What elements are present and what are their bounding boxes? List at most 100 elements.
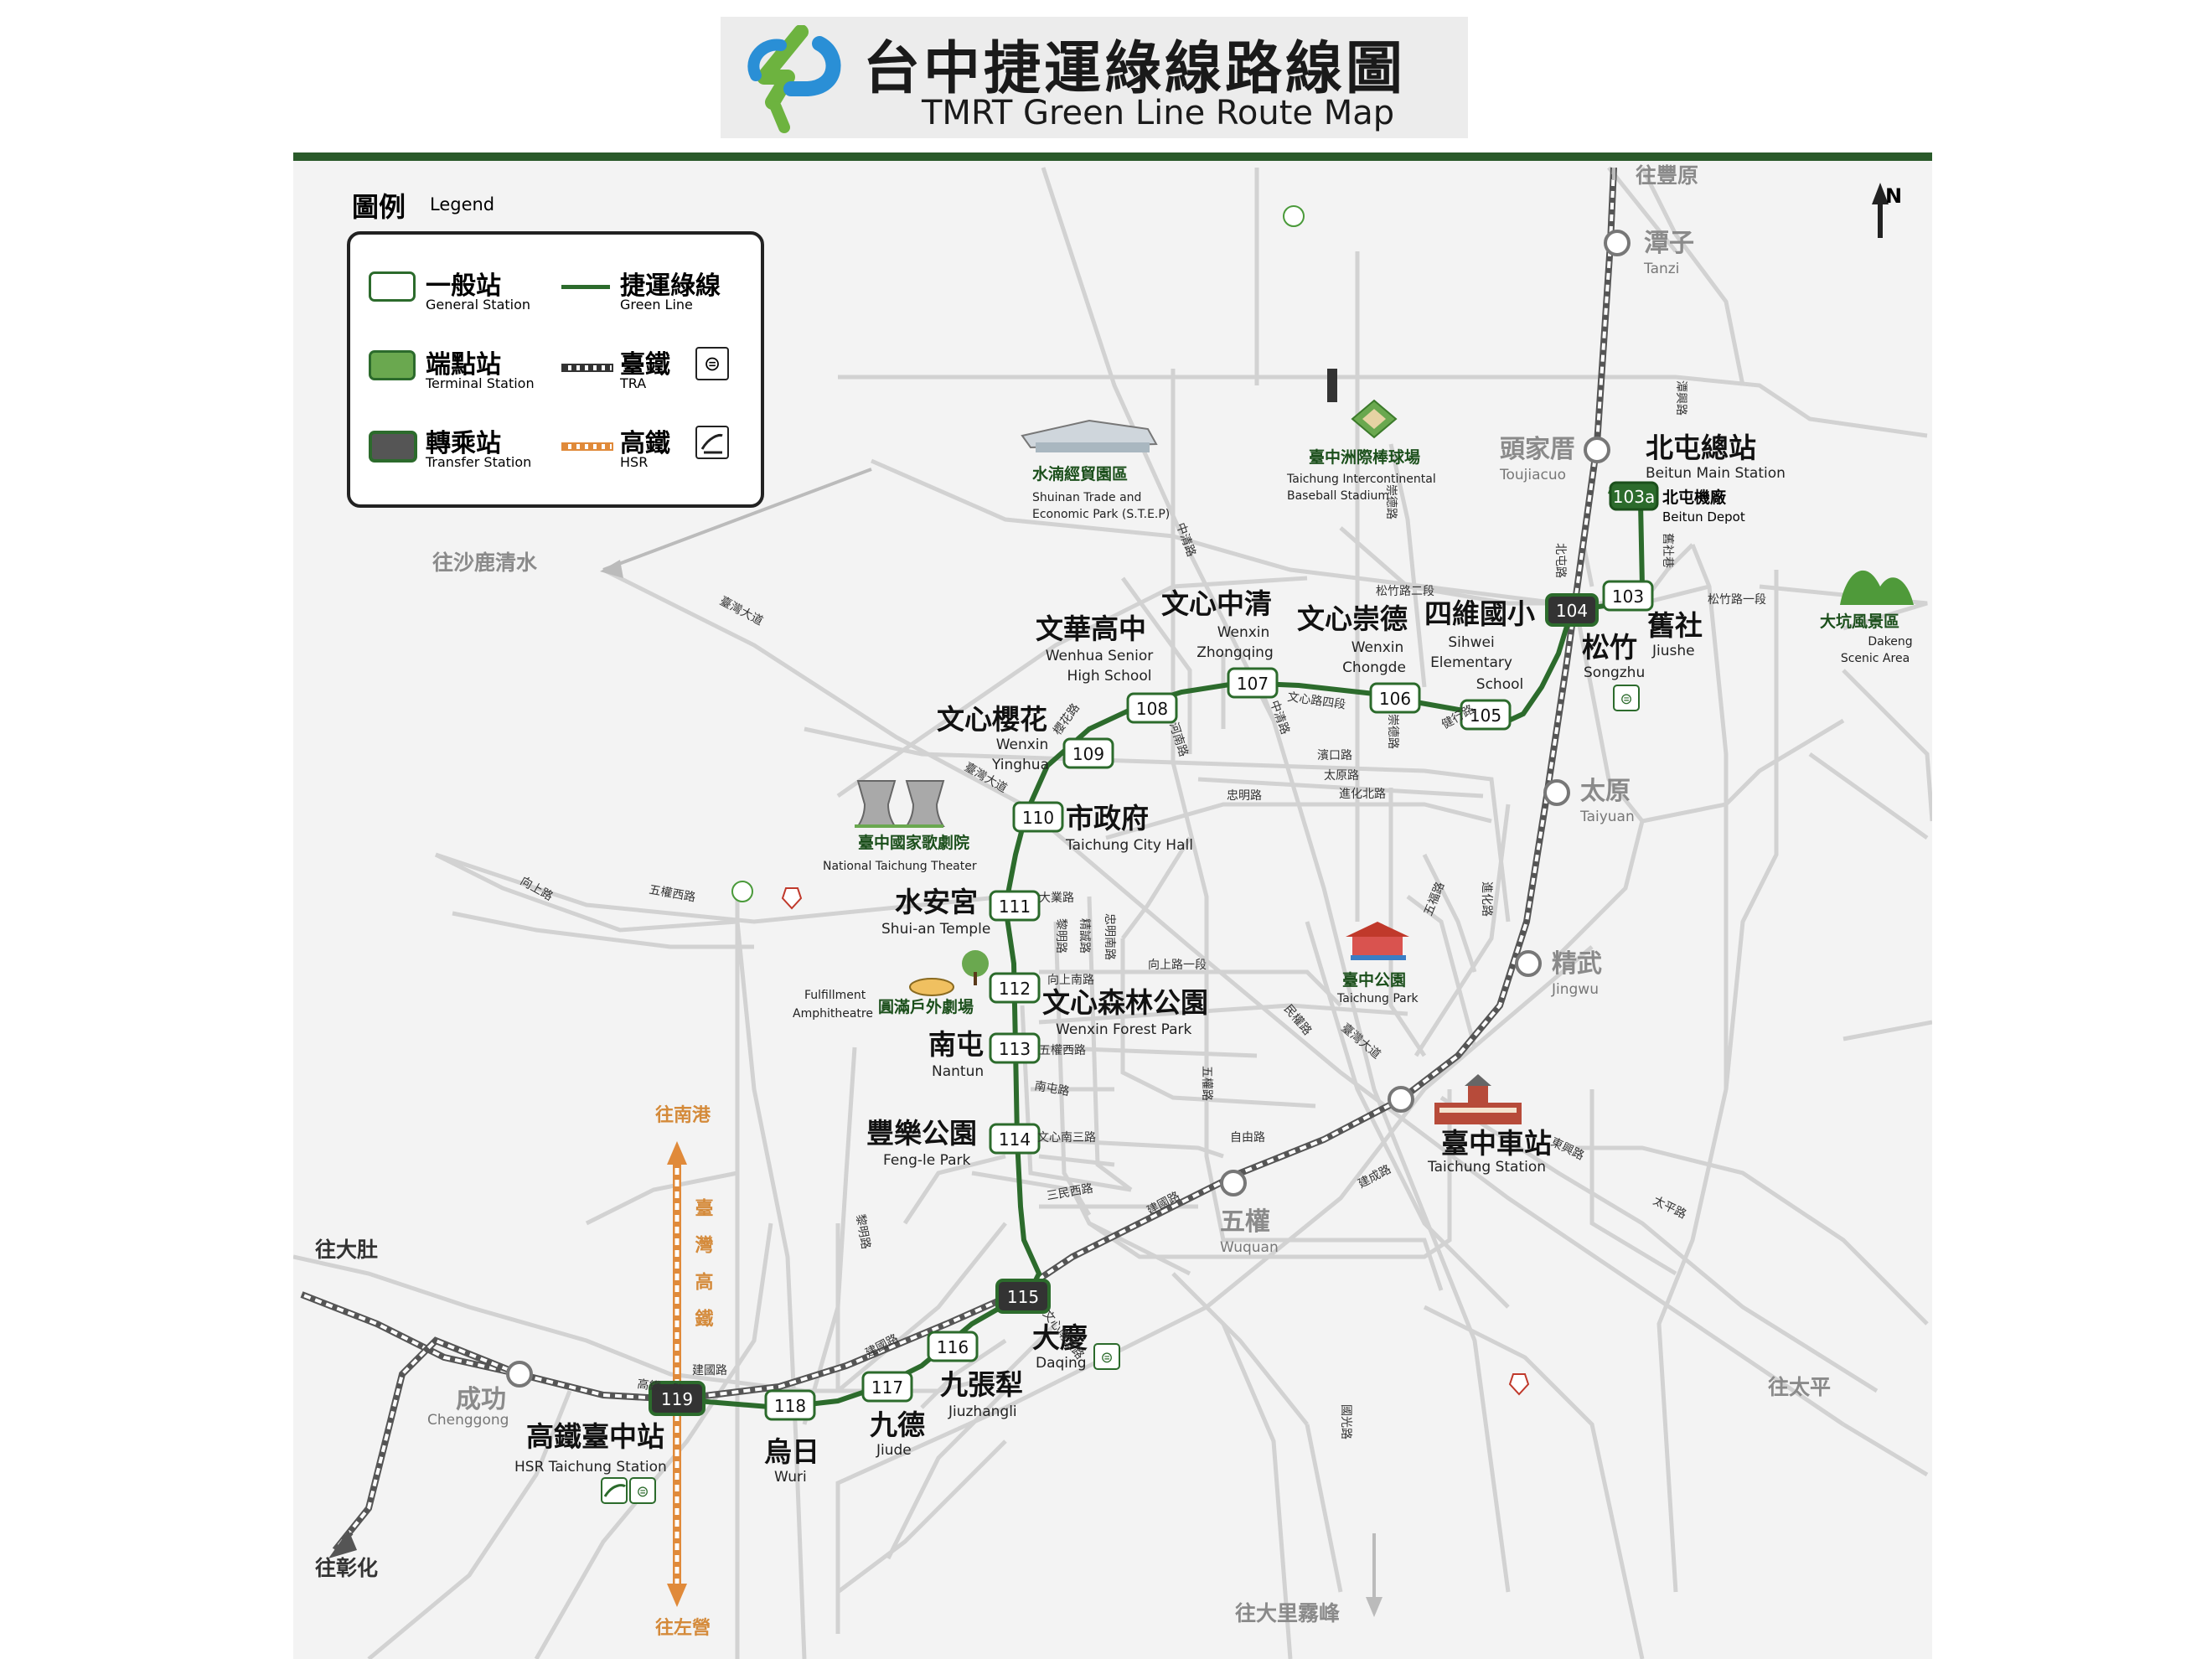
station-taichung-en: Taichung Station <box>1427 1159 1546 1176</box>
station-110-box[interactable] <box>1012 801 1064 833</box>
station-115-en: Daqing <box>1036 1355 1087 1372</box>
station-103a-box[interactable] <box>1609 481 1659 511</box>
station-118-cn: 烏日 <box>764 1435 819 1468</box>
poi-dakeng-en-1: Dakeng <box>1868 635 1912 649</box>
road-songzhu-1: 松竹路一段 <box>1708 593 1766 607</box>
station-106-en-2: Chongde <box>1342 659 1406 676</box>
legend-transfer-en: Transfer Station <box>426 454 532 470</box>
baseball-stadium-icon <box>1327 369 1398 439</box>
road-songzhu-2: 松竹路二段 <box>1376 585 1434 598</box>
direction-arrows <box>602 168 1615 1609</box>
station-117-code: 117 <box>871 1377 903 1398</box>
station-111-cn: 水安宮 <box>895 886 978 918</box>
legend-hsr-line-icon <box>561 442 613 451</box>
station-103a-en: Beitun Main Station <box>1646 465 1786 482</box>
road-bingkou: 濱口路 <box>1317 749 1352 762</box>
dir-fengyuan: 往豐原 <box>1636 163 1698 188</box>
station-103-box[interactable] <box>1602 580 1654 612</box>
station-106-box[interactable] <box>1369 682 1421 714</box>
station-105-en-3: School <box>1476 676 1523 693</box>
station-107-code: 107 <box>1237 674 1269 694</box>
arrow-changhua-icon <box>328 1530 357 1558</box>
station-103-en: Jiushe <box>1651 643 1695 659</box>
road-ziyou: 自由路 <box>1230 1131 1265 1145</box>
station-112-code: 112 <box>999 979 1031 999</box>
station-118-box[interactable] <box>764 1389 816 1421</box>
north-label: N <box>1885 184 1902 208</box>
road-wuquan-w: 五權西路 <box>648 883 696 904</box>
opera-house-icon <box>855 780 945 828</box>
direction-labels: 往豐原 往沙鹿清水 往大肚 往彰化 往南港 往左營 往太平 往大里霧峰 臺灣高鐵 <box>315 163 1831 1639</box>
dir-zuoying: 往左營 <box>655 1617 711 1639</box>
station-105-box[interactable] <box>1460 699 1512 731</box>
legend-greenline-cn: 捷運綠線 <box>620 271 721 301</box>
station-107-cn: 文心中清 <box>1161 587 1272 620</box>
legend-transfer-station-icon <box>369 431 417 463</box>
station-105-code: 105 <box>1470 705 1501 726</box>
legend-tra-en: TRA <box>620 375 647 391</box>
tra-transfer-hsr-glyph: ⊜ <box>636 1483 649 1501</box>
road-dongxing: 東興路 <box>1548 1135 1586 1163</box>
station-115-box[interactable] <box>995 1279 1051 1314</box>
station-117-box[interactable] <box>861 1371 913 1403</box>
station-119-box[interactable] <box>649 1381 705 1416</box>
green-line-stations: 103a 北屯總站 Beitun Main Station 北屯機廠 Beitu… <box>514 432 1786 1504</box>
taichung-station-building-icon <box>1434 1074 1522 1124</box>
road-wenxin-4: 文心路四段 <box>1286 690 1346 712</box>
station-108-box[interactable] <box>1126 692 1178 724</box>
station-114-en: Feng-le Park <box>883 1152 970 1169</box>
station-taichung-marker <box>1388 1086 1414 1113</box>
poi-stadium-cn: 臺中洲際棒球場 <box>1309 447 1420 467</box>
tra-line <box>300 167 1617 1558</box>
highway-1b-marker-icon <box>731 881 753 902</box>
dir-hsr-vertical: 臺灣高鐵 <box>692 1198 714 1346</box>
station-111-en: Shui-an Temple <box>881 921 990 938</box>
station-chenggong-cn: 成功 <box>456 1385 506 1414</box>
station-112-cn: 文心森林公園 <box>1042 986 1208 1019</box>
road-taiyuan: 太原路 <box>1324 769 1359 783</box>
legend-hsr-en: HSR <box>620 454 649 470</box>
poi-stadium-en-2: Baseball Stadium <box>1287 489 1389 503</box>
station-107-en-2: Zhongqing <box>1196 644 1273 661</box>
map-subtitle: TMRT Green Line Route Map <box>922 94 1395 132</box>
station-116-cn: 九張犁 <box>940 1368 1023 1401</box>
legend-terminal-cn: 端點站 <box>426 350 501 380</box>
tra-stations: 潭子 Tanzi 頭家厝 Toujiacuo 太原 Taiyuan 精武 Jin… <box>427 229 1694 1429</box>
station-119-en: HSR Taichung Station <box>514 1459 667 1476</box>
station-wuquan-cn: 五權 <box>1220 1207 1270 1237</box>
arrow-dali-icon <box>1366 1597 1382 1617</box>
header-divider <box>293 152 1932 161</box>
station-114-cn: 豐樂公園 <box>866 1117 977 1150</box>
road-jiancheng: 建成路 <box>1356 1163 1393 1191</box>
legend-terminal-en: Terminal Station <box>426 375 535 391</box>
arrow-shalu-icon <box>600 560 623 578</box>
road-jinhua: 進化路 <box>1480 881 1493 917</box>
station-116-en: Jiuzhangli <box>948 1403 1017 1420</box>
station-112-box[interactable] <box>989 972 1041 1004</box>
road-jingcheng: 精誠路 <box>1078 918 1091 954</box>
tmrt-logo-icon <box>747 25 841 133</box>
station-114-box[interactable] <box>989 1123 1041 1155</box>
station-116-box[interactable] <box>927 1331 979 1362</box>
road-jiushe-1: 舊社巷 <box>1661 533 1674 568</box>
road-jinhua-n: 進化北路 <box>1339 788 1386 801</box>
poi-step-en-1: Shuinan Trade and <box>1032 491 1141 504</box>
station-107-box[interactable] <box>1227 667 1279 699</box>
station-106-code: 106 <box>1379 689 1411 709</box>
road-wuquan: 五權路 <box>1200 1066 1213 1101</box>
poi-step-cn: 水湳經貿園區 <box>1032 464 1128 483</box>
station-111-box[interactable] <box>989 890 1041 922</box>
station-115-cn: 大慶 <box>1032 1321 1088 1354</box>
poi-dakeng-cn: 大坑風景區 <box>1820 612 1899 631</box>
station-108-en-1: Wenhua Senior <box>1046 648 1154 664</box>
station-104-box[interactable] <box>1545 593 1599 627</box>
station-113-en: Nantun <box>932 1063 984 1080</box>
road-wenxin-s3: 文心南三路 <box>1037 1131 1096 1145</box>
station-tanzi-en: Tanzi <box>1643 261 1679 277</box>
road-zhongming: 忠明路 <box>1227 789 1262 803</box>
station-109-box[interactable] <box>1062 737 1114 769</box>
station-105-en-1: Sihwei <box>1448 634 1494 651</box>
station-taiyuan-en: Taiyuan <box>1579 809 1635 825</box>
station-113-box[interactable] <box>989 1032 1041 1064</box>
